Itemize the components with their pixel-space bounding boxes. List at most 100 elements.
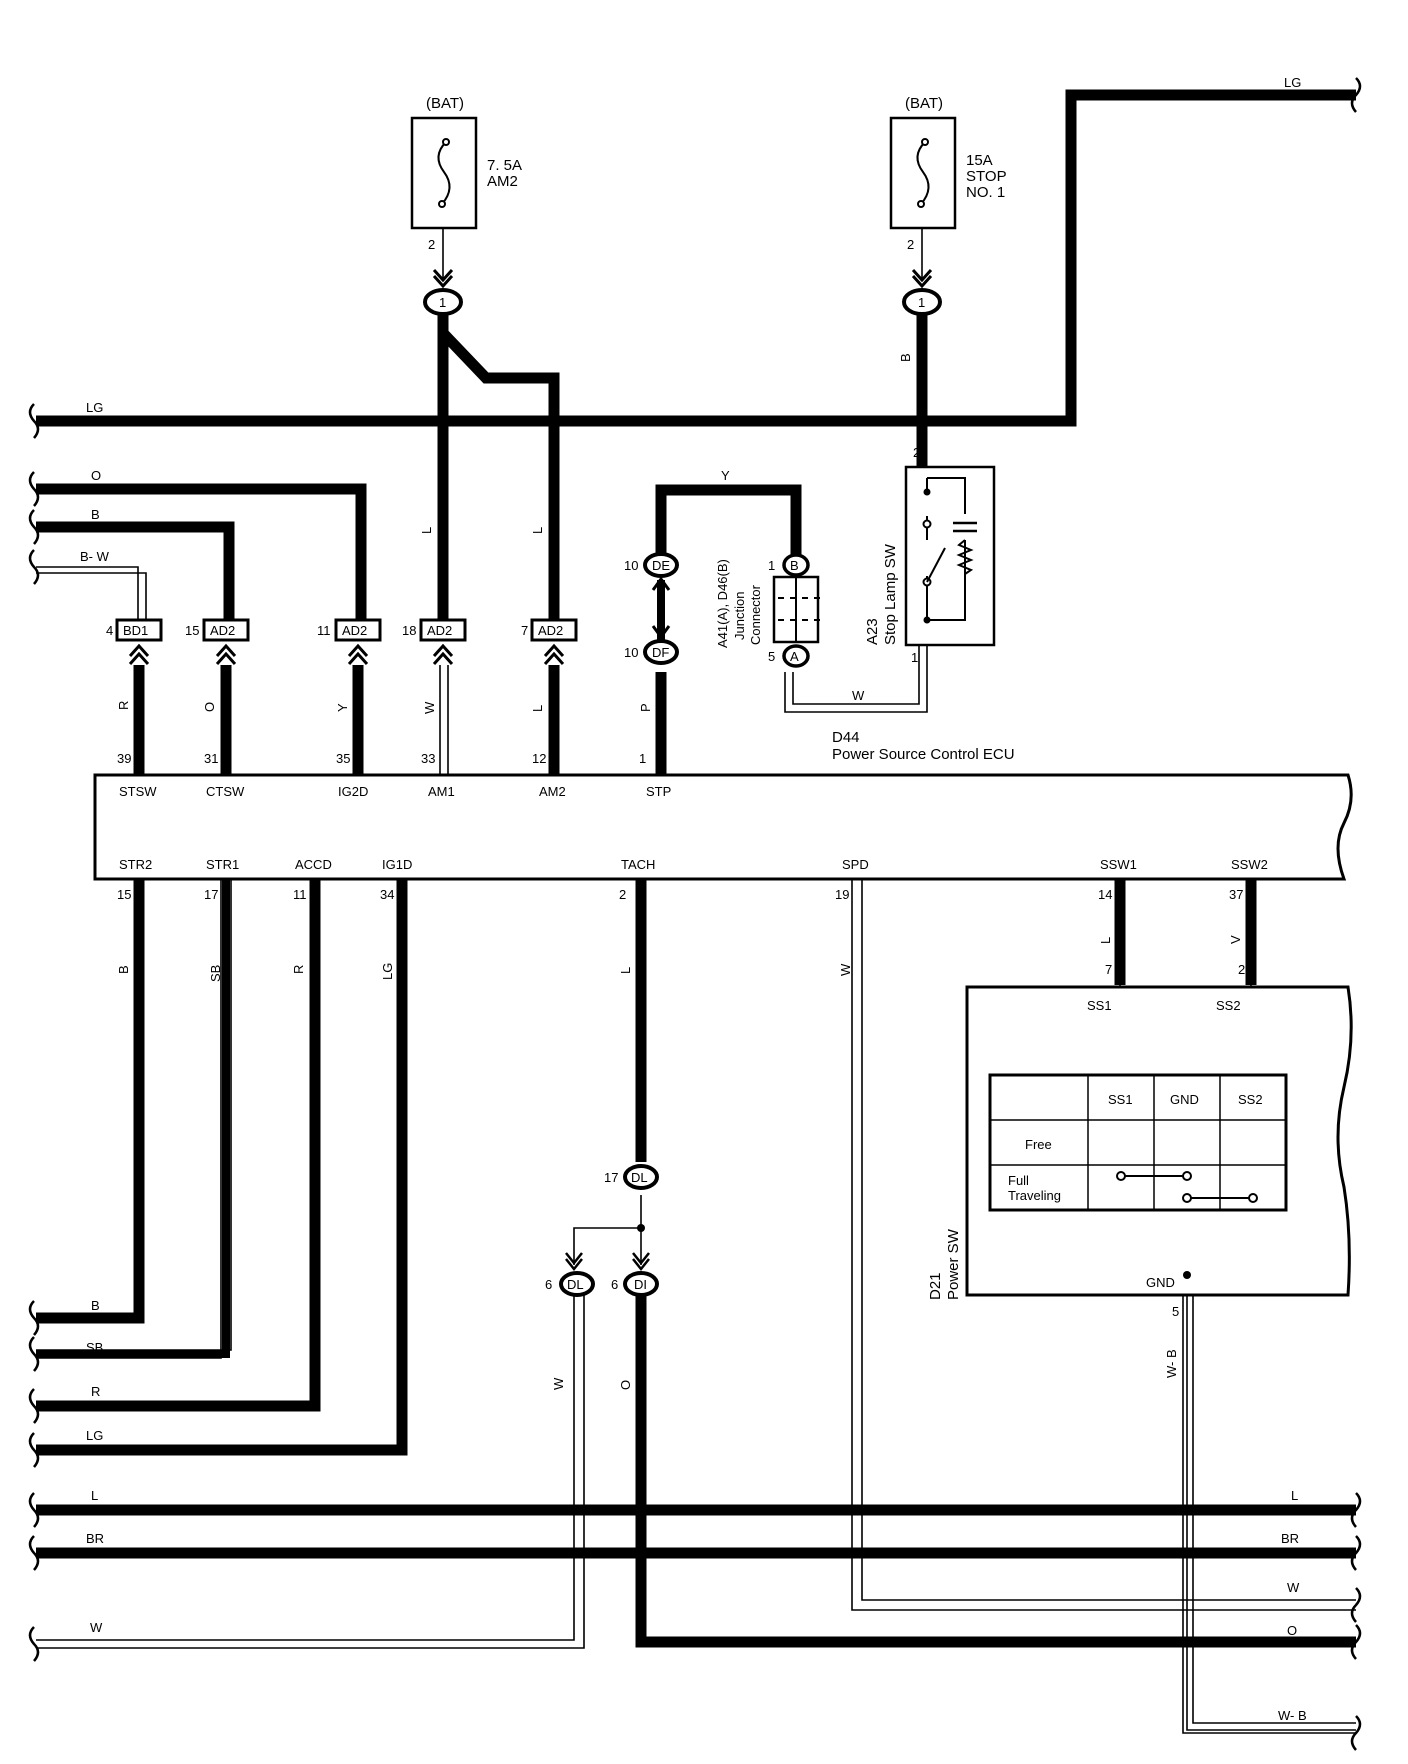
wire-label: LG (86, 1428, 103, 1443)
wire-label: W- B (1278, 1708, 1307, 1723)
fuse-pin: 2 (428, 237, 435, 252)
table-row-full: Full (1008, 1173, 1029, 1188)
connector-box (115, 618, 163, 642)
ecu-pin-name: STP (646, 784, 671, 799)
wire-label: O (202, 702, 217, 712)
wire-label: Y (721, 468, 730, 483)
wire-sb (36, 880, 222, 1359)
ecu-pin-name: TACH (621, 857, 655, 872)
ecu-code: D44 (832, 729, 860, 746)
fuse-source-label: (BAT) (905, 95, 943, 112)
ecu-pin-number: 11 (293, 887, 307, 902)
ecu-pin-name: IG1D (382, 857, 412, 872)
junction-label: Junction (732, 592, 747, 640)
wire-breaks-left (28, 403, 40, 1662)
ecu-pin-name: STR2 (119, 857, 152, 872)
wire-label: L (530, 705, 545, 712)
junction-pin-b: 1 (768, 558, 775, 573)
connector-pin: 4 (106, 623, 113, 638)
ecu-pins: 39STSW31CTSW35IG2D33AM112AM21STPSTR215ST… (117, 751, 1268, 902)
junction-label-2: Connector (748, 584, 763, 645)
wire-label: B (91, 1298, 100, 1313)
wire-w-spd (851, 880, 1356, 1611)
power-sw-name: Power SW (945, 1228, 962, 1300)
joint-pin: 10 (624, 645, 638, 660)
connector-arrow (543, 643, 565, 666)
wire-label: W (838, 963, 853, 976)
wire-label: R (116, 701, 131, 710)
connector-id: BD1 (123, 623, 148, 638)
wire-label: L (530, 527, 545, 534)
wire-label: Y (335, 703, 350, 712)
connector-id: AD2 (210, 623, 235, 638)
wire-bw (36, 566, 139, 628)
table-header-ss1: SS1 (1108, 1092, 1133, 1107)
fuse-am2: (BAT) 7. 5A AM2 2 (410, 95, 522, 252)
ecu-pin-number: 14 (1098, 887, 1112, 902)
wire-o (36, 483, 367, 628)
fuse-name-2: NO. 1 (966, 184, 1005, 201)
wire-label: W (551, 1377, 566, 1390)
ecu-pin-number: 15 (117, 887, 131, 902)
ecu-pin-name: AM2 (539, 784, 566, 799)
stop-sw-pin-top: 2 (913, 445, 920, 460)
ecu-pin-number: 12 (532, 751, 546, 766)
ecu-pin-name: ACCD (295, 857, 332, 872)
connector-pin: 7 (521, 623, 528, 638)
connector-arrow (215, 643, 237, 666)
power-sw-code: D21 (927, 1272, 944, 1300)
wire-label: B- W (80, 549, 110, 564)
wire-w-dl (36, 1295, 575, 1641)
ecu-pin-number: 34 (380, 887, 394, 902)
wire-y (655, 484, 802, 562)
ecu-pin-number: 35 (336, 751, 350, 766)
wire-label: W (1287, 1580, 1300, 1595)
wire-label: V (1228, 935, 1243, 944)
joint-pin: 6 (611, 1277, 618, 1292)
wire-lg-ig1d (36, 880, 408, 1456)
wire-breaks-right (1350, 77, 1362, 1751)
wire-r-accd (36, 880, 321, 1412)
wire-label: BR (1281, 1531, 1299, 1546)
joint-id: DE (652, 558, 670, 573)
junction-code: A41(A), D46(B) (715, 559, 730, 648)
ecu-pin-name: AM1 (428, 784, 455, 799)
ecu-pin-name: STR1 (206, 857, 239, 872)
ecu-pin-number: 1 (639, 751, 646, 766)
ecu-pin-number: 2 (619, 887, 626, 902)
wire-label: SB (208, 965, 223, 982)
ecu-pin-number: 19 (835, 887, 849, 902)
ecu-pin-number: 17 (204, 887, 218, 902)
wire-label: R (291, 965, 306, 974)
stop-sw-name: Stop Lamp SW (882, 543, 899, 645)
wire-label: P (638, 703, 653, 712)
power-sw-pin-ss2: 2 (1238, 962, 1245, 977)
joint-pin: 17 (604, 1170, 618, 1185)
wire-label: B (116, 965, 131, 974)
connector-box (530, 618, 578, 642)
joint-label: 1 (918, 295, 925, 310)
connector-arrow (128, 643, 150, 666)
wire-label: SB (86, 1340, 103, 1355)
connector-box (202, 618, 250, 642)
connector-id: AD2 (427, 623, 452, 638)
stop-lamp-switch: 2 1 A23 Stop Lamp SW (864, 445, 996, 665)
ecu-pin-number: 37 (1229, 887, 1243, 902)
connector-pin: 15 (185, 623, 199, 638)
wire-wb (1182, 1278, 1356, 1734)
joint-id: DI (634, 1277, 647, 1292)
dl-di-joints: DL 17 DL DI 6 6 (545, 1164, 659, 1297)
de-df-joints: DE DF 10 10 (624, 552, 679, 665)
wire-label: W (90, 1620, 103, 1635)
wire-label: L (419, 527, 434, 534)
wire-label: B (898, 353, 913, 362)
wire-label: L (91, 1488, 98, 1503)
wire-w-jc (784, 645, 928, 713)
power-sw-pin-gnd: 5 (1172, 1304, 1179, 1319)
table-row-free: Free (1025, 1137, 1052, 1152)
ecu-pin-number: 39 (117, 751, 131, 766)
